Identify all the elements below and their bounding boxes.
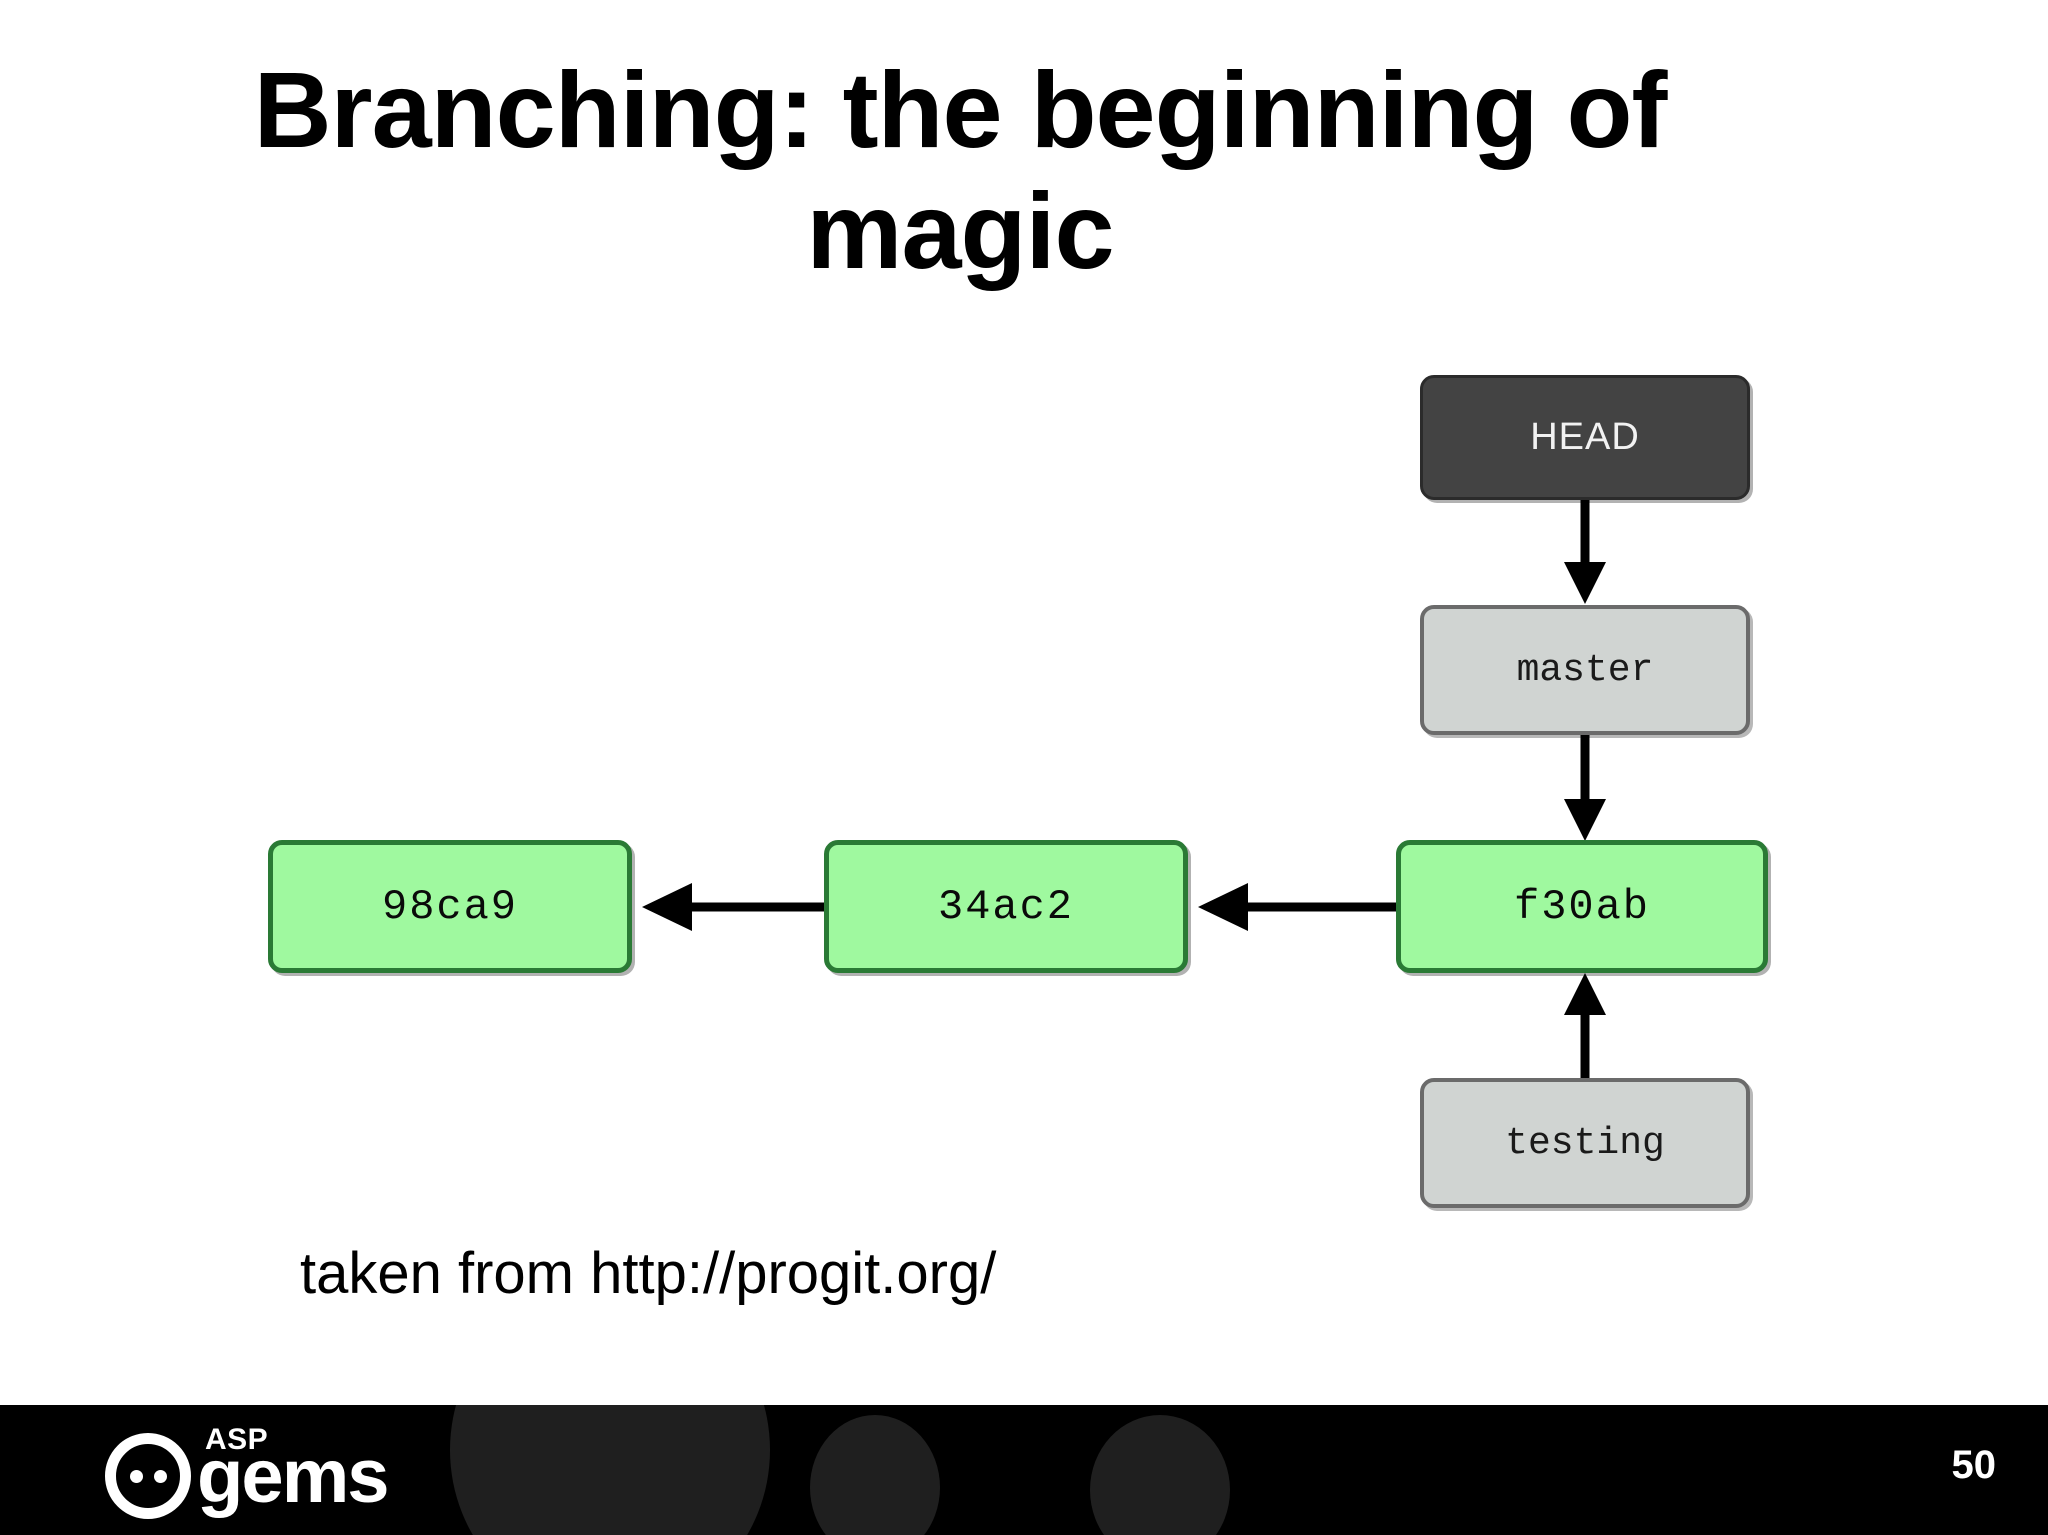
diagram-node-commit-98ca9-label: 98ca9 bbox=[381, 882, 519, 931]
logo-wordmark: ASP gems bbox=[197, 1417, 417, 1527]
smiley-eye-left-icon bbox=[130, 1470, 143, 1483]
page-title-line-1: Branching: the beginning of bbox=[253, 49, 1668, 170]
diagram-node-commit-98ca9: 98ca9 bbox=[268, 840, 632, 973]
diagram-node-commit-34ac2-label: 34ac2 bbox=[937, 882, 1075, 931]
arrow-34ac2-to-98ca9 bbox=[636, 875, 824, 939]
diagram-node-testing-label: testing bbox=[1505, 1121, 1665, 1165]
diagram-node-head-label: HEAD bbox=[1530, 416, 1640, 458]
footer-decoration-circle-3 bbox=[1090, 1415, 1230, 1535]
footer-decoration-circle-2 bbox=[810, 1415, 940, 1535]
logo-gems-text: gems bbox=[197, 1434, 390, 1519]
diagram-node-master: master bbox=[1420, 605, 1750, 735]
diagram-node-commit-f30ab-label: f30ab bbox=[1513, 882, 1651, 931]
arrow-f30ab-to-34ac2 bbox=[1192, 875, 1398, 939]
slide-canvas: Branching: the beginning of magic HEAD m… bbox=[180, 49, 1768, 1306]
smiley-circle-icon bbox=[105, 1433, 191, 1519]
source-caption: taken from http://progit.org/ bbox=[300, 1241, 997, 1306]
diagram-node-master-label: master bbox=[1516, 648, 1654, 692]
slide-footer: ASP gems 50 bbox=[0, 1405, 2048, 1535]
diagram-node-commit-f30ab: f30ab bbox=[1396, 840, 1768, 973]
diagram-node-commit-34ac2: 34ac2 bbox=[824, 840, 1188, 973]
smiley-eye-right-icon bbox=[154, 1470, 167, 1483]
git-branch-diagram: HEAD master 98ca9 bbox=[268, 375, 1768, 1208]
arrow-testing-to-f30ab bbox=[1555, 973, 1615, 1079]
page-number: 50 bbox=[1951, 1443, 1997, 1487]
page-title-line-2: magic bbox=[806, 169, 1114, 291]
footer-decoration-circle-1 bbox=[450, 1405, 770, 1535]
diagram-node-testing: testing bbox=[1420, 1078, 1750, 1208]
diagram-node-head: HEAD bbox=[1420, 375, 1750, 500]
aspgems-logo: ASP gems bbox=[105, 1417, 417, 1527]
arrow-master-to-f30ab bbox=[1555, 735, 1615, 845]
page-title: Branching: the beginning of magic bbox=[180, 49, 1740, 292]
arrow-head-to-master bbox=[1555, 500, 1615, 608]
logo-asp-text: ASP bbox=[205, 1423, 269, 1456]
